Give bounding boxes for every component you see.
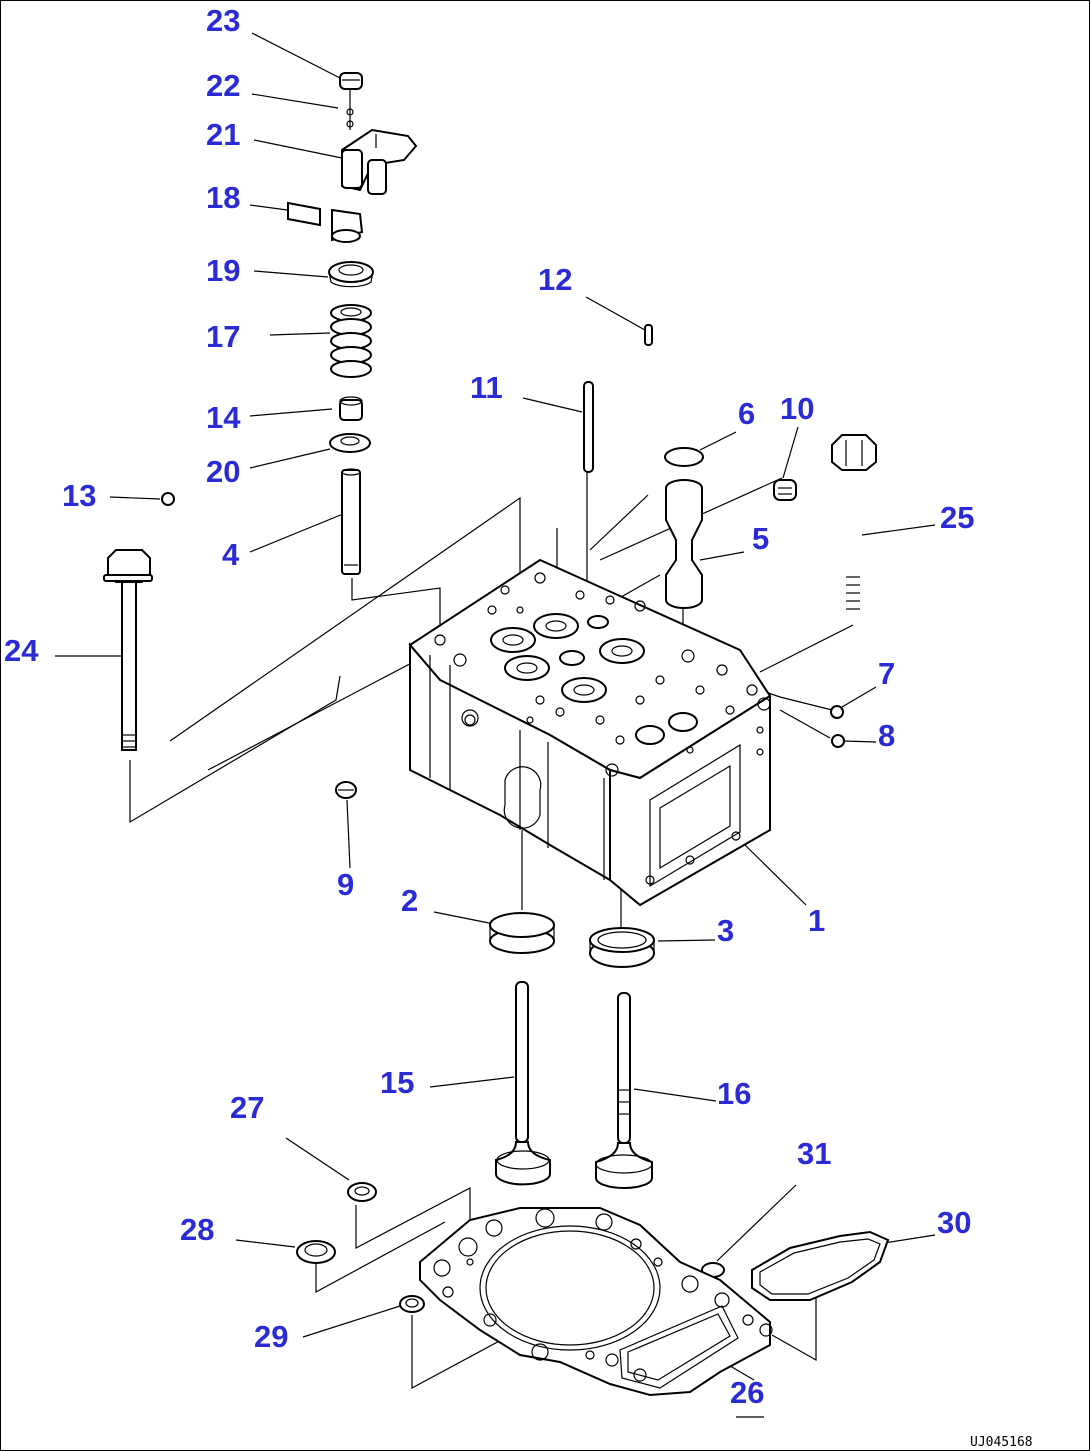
part-9-plug[interactable]: [335, 781, 357, 799]
callout-30[interactable]: 30: [937, 1205, 971, 1240]
part-28-o-ring[interactable]: [296, 1240, 336, 1264]
part-7-bolt[interactable]: [830, 705, 844, 719]
part-10-plug[interactable]: [773, 479, 797, 501]
part-6-o-ring[interactable]: [664, 447, 704, 467]
part-13-plug[interactable]: [161, 492, 175, 506]
callout-5[interactable]: 5: [752, 521, 769, 556]
callout-10[interactable]: 10: [780, 391, 814, 426]
callout-31[interactable]: 31: [797, 1136, 831, 1171]
callout-22[interactable]: 22: [206, 68, 240, 103]
callout-4[interactable]: 4: [222, 537, 240, 572]
part-3-valve-seat[interactable]: [589, 927, 655, 968]
part-2-valve-seat[interactable]: [489, 912, 555, 954]
callout-16[interactable]: 16: [717, 1076, 751, 1111]
callout-25[interactable]: 25: [940, 500, 974, 535]
part-22-adjusting-screw[interactable]: [346, 90, 354, 130]
part-29-o-ring[interactable]: [399, 1295, 425, 1313]
callout-14[interactable]: 14: [206, 400, 241, 435]
callout-15[interactable]: 15: [380, 1065, 414, 1100]
part-24-head-bolt[interactable]: [103, 549, 153, 751]
callout-23[interactable]: 23: [206, 3, 240, 38]
callout-19[interactable]: 19: [206, 253, 240, 288]
part-26-head-gasket[interactable]: [419, 1207, 773, 1397]
part-1-cylinder-head[interactable]: [408, 558, 772, 907]
callout-20[interactable]: 20: [206, 454, 240, 489]
callout-12[interactable]: 12: [538, 262, 572, 297]
part-15-intake-valve[interactable]: [495, 981, 551, 1186]
callout-3[interactable]: 3: [717, 913, 734, 948]
callout-27[interactable]: 27: [230, 1090, 264, 1125]
part-17-valve-spring[interactable]: [330, 304, 372, 378]
leader-lines: [55, 32, 936, 1390]
callout-6[interactable]: 6: [738, 396, 755, 431]
part-5-sleeve[interactable]: [665, 479, 703, 609]
part-18-valve-cotter[interactable]: [287, 201, 364, 243]
part-23-locknut[interactable]: [339, 72, 363, 90]
callout-9[interactable]: 9: [337, 867, 354, 902]
callout-21[interactable]: 21: [206, 117, 240, 152]
callout-2[interactable]: 2: [401, 883, 418, 918]
part-14-stem-seal[interactable]: [339, 396, 363, 421]
callout-28[interactable]: 28: [180, 1212, 214, 1247]
callout-8[interactable]: 8: [878, 718, 895, 753]
part-21-valve-bridge[interactable]: [341, 128, 418, 195]
part-27-o-ring[interactable]: [347, 1182, 377, 1202]
part-19-spring-seat[interactable]: [328, 261, 374, 288]
part-11-tube[interactable]: [583, 381, 594, 473]
drawing-code: UJ045168: [970, 1435, 1033, 1450]
part-30-gasket[interactable]: [751, 1230, 890, 1301]
callout-11[interactable]: 11: [470, 370, 503, 405]
callout-13[interactable]: 13: [62, 478, 96, 513]
part-8-plug[interactable]: [831, 734, 845, 748]
callout-26[interactable]: 26: [730, 1375, 764, 1410]
part-20-washer[interactable]: [329, 433, 371, 453]
callout-7[interactable]: 7: [878, 656, 895, 691]
callout-29[interactable]: 29: [254, 1319, 288, 1354]
callout-1[interactable]: 1: [808, 903, 825, 938]
part-12-dowel-pin[interactable]: [644, 324, 653, 346]
part-25-cap[interactable]: [831, 434, 877, 610]
callout-18[interactable]: 18: [206, 180, 240, 215]
callout-24[interactable]: 24: [4, 633, 39, 668]
part-4-valve-guide[interactable]: [341, 468, 361, 575]
callout-17[interactable]: 17: [206, 319, 240, 354]
part-16-exhaust-valve[interactable]: [595, 992, 653, 1189]
